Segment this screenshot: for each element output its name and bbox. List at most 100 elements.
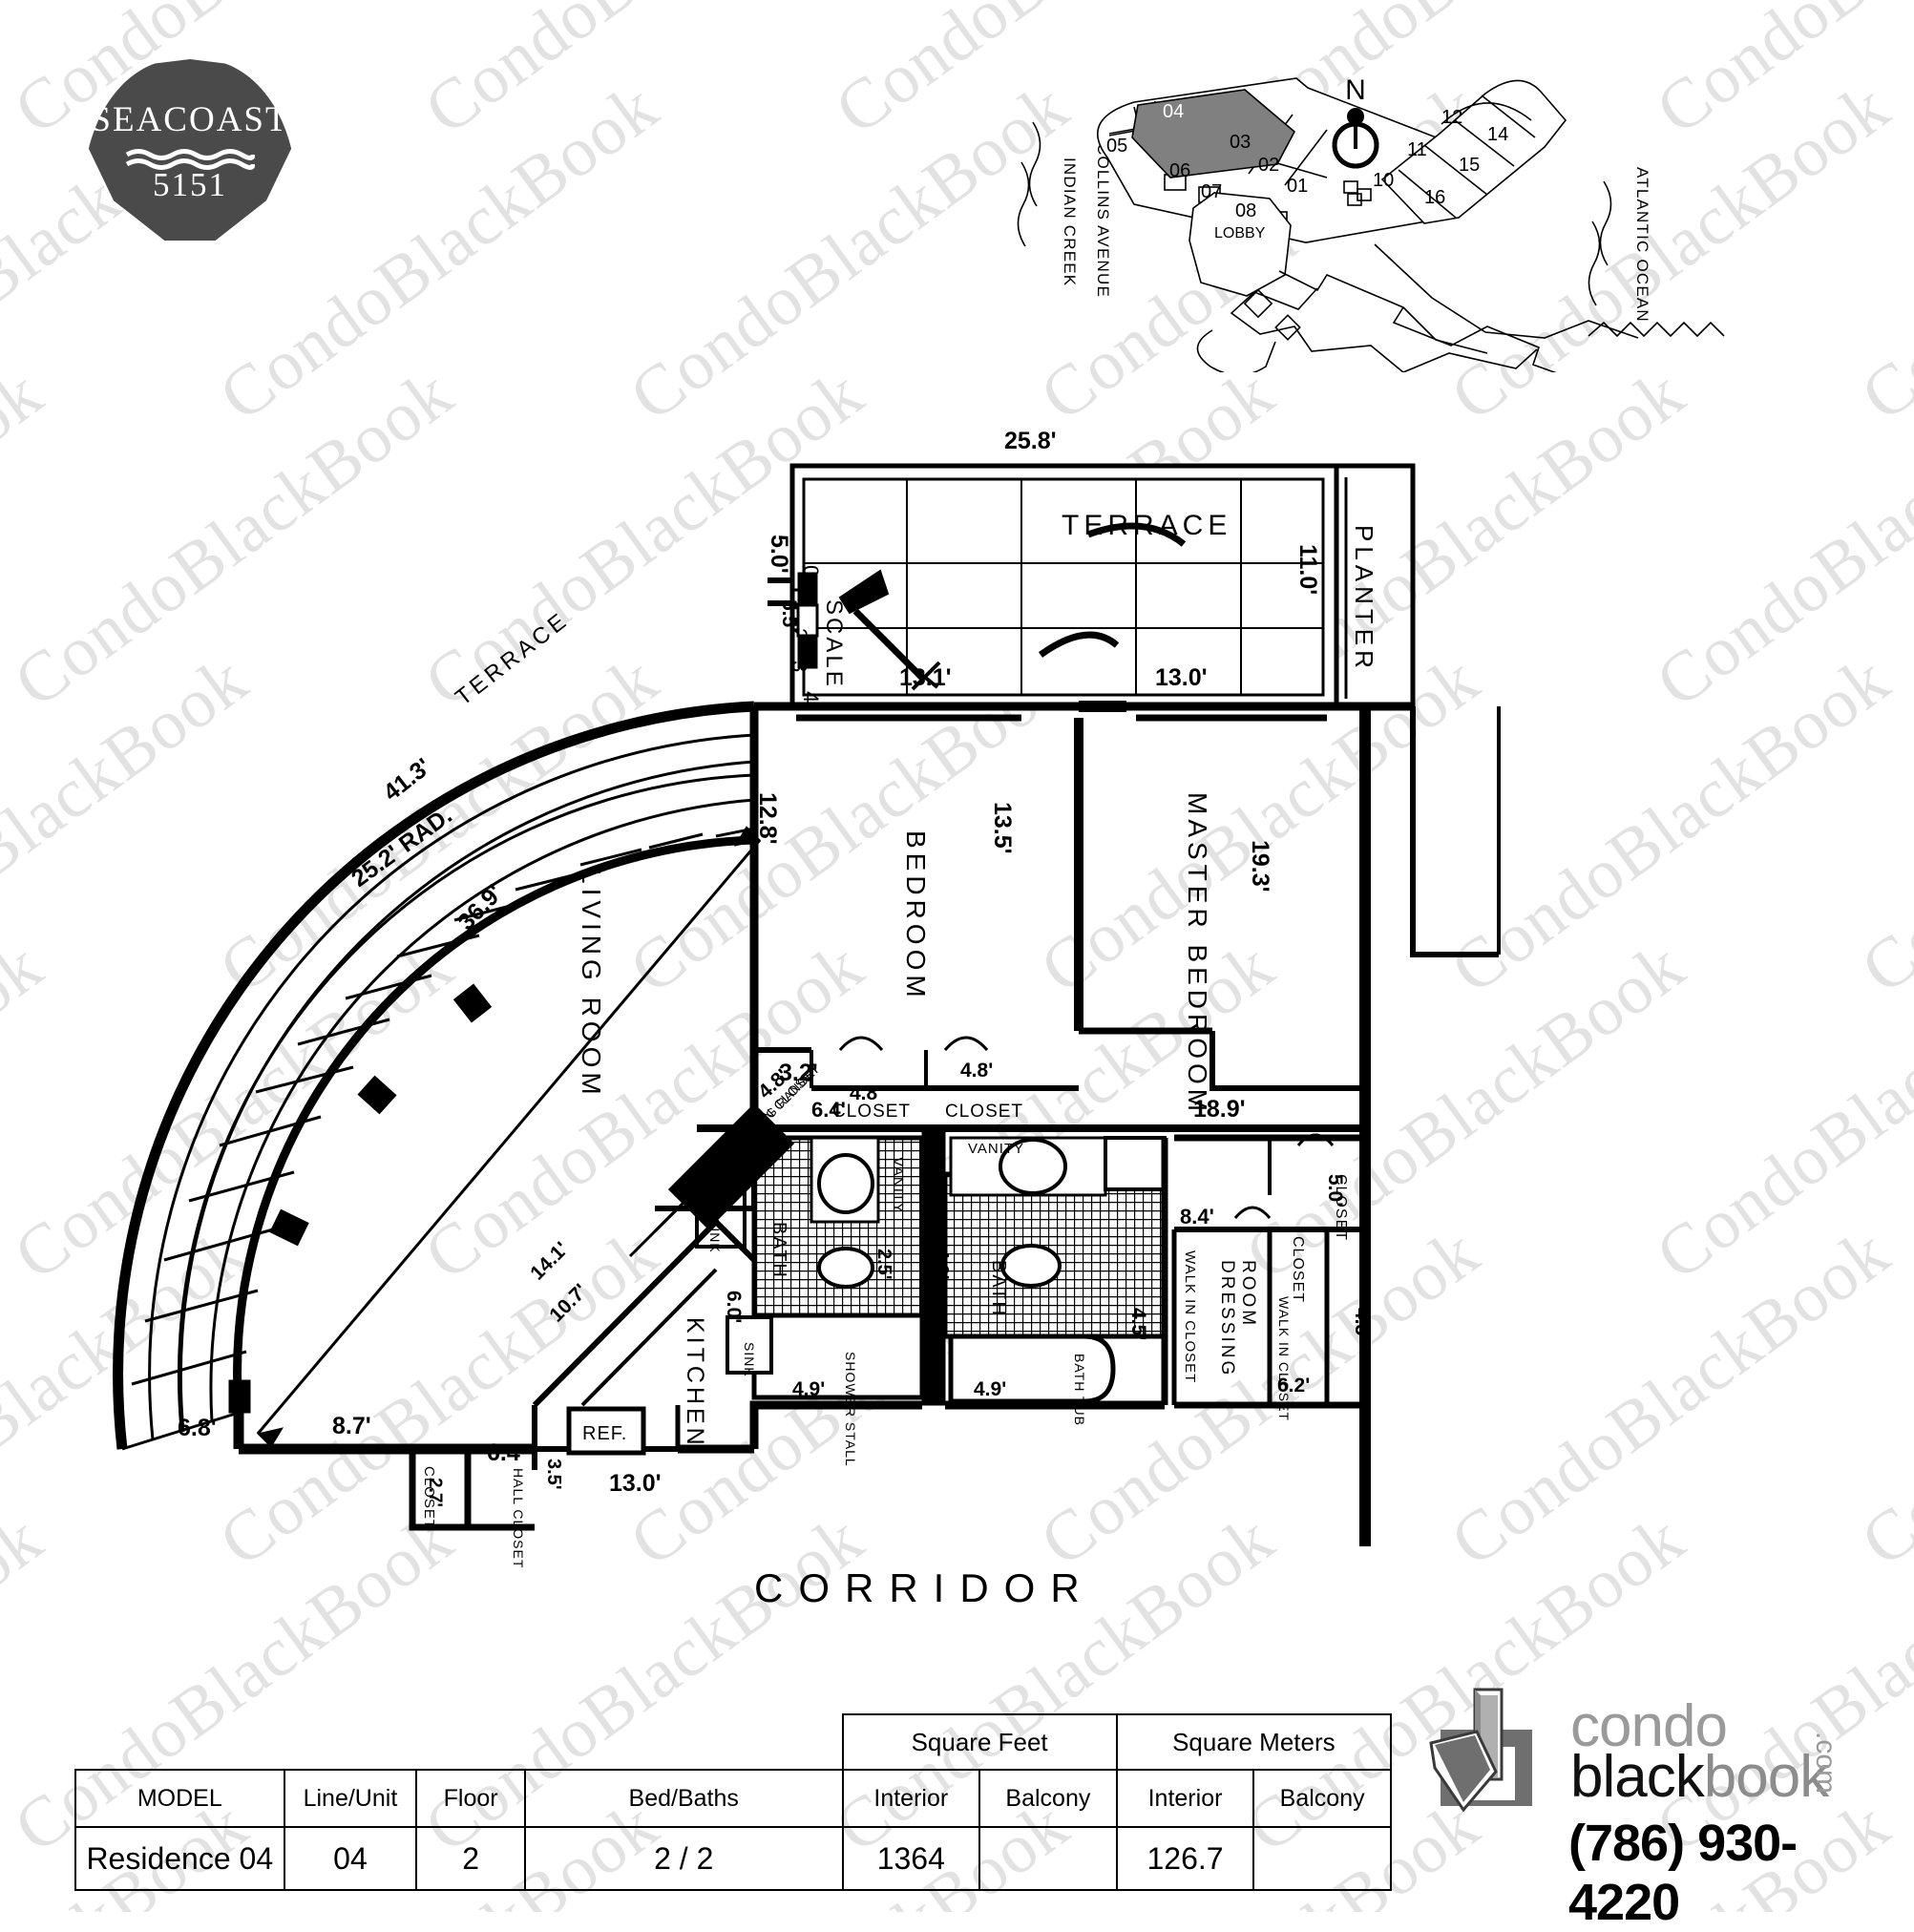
building-key-map: INDIAN CREEK COLLINS AVENUE ATLANTIC OCE… <box>993 67 1747 372</box>
keymap-unit-05: 05 <box>1106 136 1128 157</box>
label-master-bedroom: MASTER BEDROOM <box>1183 792 1212 1116</box>
dim-hall-closet: 3.5' <box>543 1459 564 1490</box>
cell-sqft-balcony <box>978 1826 1118 1891</box>
cbb-dotcom-text: .com <box>1810 1732 1841 1795</box>
label-shower-stall: SHOWER STALL <box>843 1352 858 1467</box>
watermark-text: CondoBlackBook <box>1847 1212 1914 1583</box>
dim-bath-d: 2.5' <box>873 1249 894 1280</box>
cbb-blackbook-text: blackbook <box>1570 1748 1829 1807</box>
cbb-black-text: black <box>1570 1744 1705 1811</box>
dim-bath-w: 6.4' <box>811 1098 846 1122</box>
dim-terrace-bottom: 6.8' <box>178 1415 217 1441</box>
cbb-wordmark: condo blackbook <box>1570 1693 1829 1807</box>
keymap-unit-12: 12 <box>1441 107 1463 128</box>
label-bath-tub: BATH TUB <box>1072 1354 1087 1426</box>
dim-kitchen-diag-a: 14.1' <box>526 1238 573 1285</box>
scale-tick-1: 1 <box>786 598 810 609</box>
dim-dress-w: 18.9' <box>1193 1096 1246 1123</box>
scale-tick-2: 2 <box>788 628 811 640</box>
label-vanity-1: VANITY <box>890 1157 906 1213</box>
label-atlantic-ocean: ATLANTIC OCEAN <box>1633 167 1651 323</box>
dim-wic-b: 4.5' <box>1127 1308 1149 1340</box>
compass-north-label: N <box>1345 74 1366 106</box>
col-sqft-balcony: Balcony <box>978 1769 1118 1828</box>
floor-plan-drawing: TERRACE TERRACE LIVING ROOM BEDROOM MAST… <box>86 420 1747 1661</box>
compass-icon <box>1332 108 1379 169</box>
label-kitchen: KITCHEN <box>682 1317 708 1449</box>
label-closet-2: CLOSET <box>945 1102 1023 1122</box>
cbb-book-text: book <box>1703 1744 1829 1811</box>
scale-tick-4: 4 <box>799 691 823 703</box>
keymap-lobby-label: LOBBY <box>1214 225 1266 242</box>
building-book-icon <box>1429 1688 1532 1813</box>
group-square-feet: Square Feet <box>841 1713 1118 1771</box>
label-bath-1: BATH <box>768 1222 789 1279</box>
cell-model: Residence 04 <box>74 1826 285 1891</box>
cell-sqm-balcony <box>1252 1826 1392 1891</box>
dim-kitchen-diag-b: 10.7' <box>545 1280 592 1327</box>
label-bath-2: BATH <box>988 1260 1009 1317</box>
table-row: Residence 04 04 2 2 / 2 1364 126.7 <box>74 1826 1392 1891</box>
dim-terrace-width: 25.8' <box>1004 428 1057 454</box>
label-terrace-curved: TERRACE <box>451 607 574 711</box>
col-sqm-interior: Interior <box>1115 1769 1255 1828</box>
cell-sqft-interior: 1364 <box>841 1826 981 1891</box>
label-ref: REF. <box>582 1423 627 1444</box>
keymap-unit-02: 02 <box>1258 155 1280 176</box>
label-walk-in-closet: WALK IN CLOSET <box>1182 1250 1198 1383</box>
logo-name: SEACOAST <box>91 100 289 139</box>
col-sqm-balcony: Balcony <box>1252 1769 1392 1828</box>
dim-closet-r-w: 6.2' <box>1277 1375 1310 1396</box>
label-closet-1: CLOSET <box>832 1102 911 1122</box>
label-collins-avenue: COLLINS AVENUE <box>1094 143 1112 298</box>
cell-line-unit: 04 <box>283 1826 418 1891</box>
dim-lr-bottom-b: 6.4' <box>487 1439 526 1466</box>
residence-spec-table: Square Feet Square Meters MODEL Line/Uni… <box>74 1713 1393 1891</box>
dim-wic-d: 5.0' <box>1324 1174 1346 1207</box>
dim-shower-w: 4.9' <box>792 1378 825 1400</box>
label-walk-in-closet-2: WALK IN CLOSET <box>1276 1296 1292 1421</box>
dim-closet-r-d: 4.5' <box>1351 1308 1373 1340</box>
dim-bedroom-depth: 13.5' <box>989 802 1016 854</box>
label-dressing-room-2: ROOM <box>1238 1260 1258 1328</box>
cell-floor: 2 <box>415 1826 526 1891</box>
label-planter: PLANTER <box>1350 525 1378 673</box>
watermark-text: CondoBlackBook <box>0 1499 57 1869</box>
label-dressing-room: DRESSING <box>1217 1260 1237 1377</box>
watermark-text: CondoBlackBook <box>1847 67 1914 437</box>
table-group-header-row: Square Feet Square Meters <box>75 1713 1393 1771</box>
col-line-unit: Line/Unit <box>283 1769 418 1828</box>
dim-bath-sink: 6.0' <box>723 1291 745 1323</box>
dim-bath-right-d: 4.9' <box>931 1249 952 1280</box>
dim-curved-terrace-len: 41.3' <box>378 753 435 807</box>
cbb-condo-text: condo <box>1570 1693 1728 1759</box>
watermark-text: CondoBlackBook <box>1847 640 1914 1010</box>
dim-linen-d: 2.0' <box>741 1153 760 1181</box>
logo-number: 5151 <box>153 166 227 203</box>
dim-dress-d: 8.4' <box>1180 1205 1214 1228</box>
label-terrace-upper: TERRACE <box>1062 510 1231 541</box>
watermark-text: CondoBlackBook <box>0 0 57 152</box>
table-header-row: MODEL Line/Unit Floor Bed/Baths Interior… <box>74 1769 1392 1828</box>
seacoast-logo: SEACOAST 5151 <box>84 59 296 241</box>
label-scale: SCALE <box>821 599 847 689</box>
col-bed-baths: Bed/Baths <box>523 1769 844 1828</box>
label-closet-4: CLOSET <box>1333 1174 1349 1241</box>
keymap-highlight-unit-04 <box>1131 89 1296 178</box>
keymap-unit-03: 03 <box>1230 132 1251 153</box>
label-corridor: CORRIDOR <box>754 1565 1095 1610</box>
keymap-unit-16: 16 <box>1424 187 1446 208</box>
keymap-unit-10: 10 <box>1373 170 1395 191</box>
keymap-unit-07: 07 <box>1201 181 1223 202</box>
dim-master-depth: 19.3' <box>1247 840 1273 892</box>
watermark-text: CondoBlackBook <box>0 353 57 724</box>
cell-bed-baths: 2 / 2 <box>523 1826 844 1891</box>
cbb-phone-number: (786) 930-4220 <box>1568 1815 1798 1931</box>
dim-bedroom-left: 12.8' <box>754 792 781 845</box>
label-sink-2: SINK <box>742 1342 757 1377</box>
dim-kitchen-bottom: 13.0' <box>609 1470 662 1497</box>
col-sqft-interior: Interior <box>841 1769 981 1828</box>
group-spacer <box>75 1714 843 1770</box>
keymap-unit-08: 08 <box>1235 200 1257 221</box>
compass-rose: N <box>1322 74 1389 179</box>
